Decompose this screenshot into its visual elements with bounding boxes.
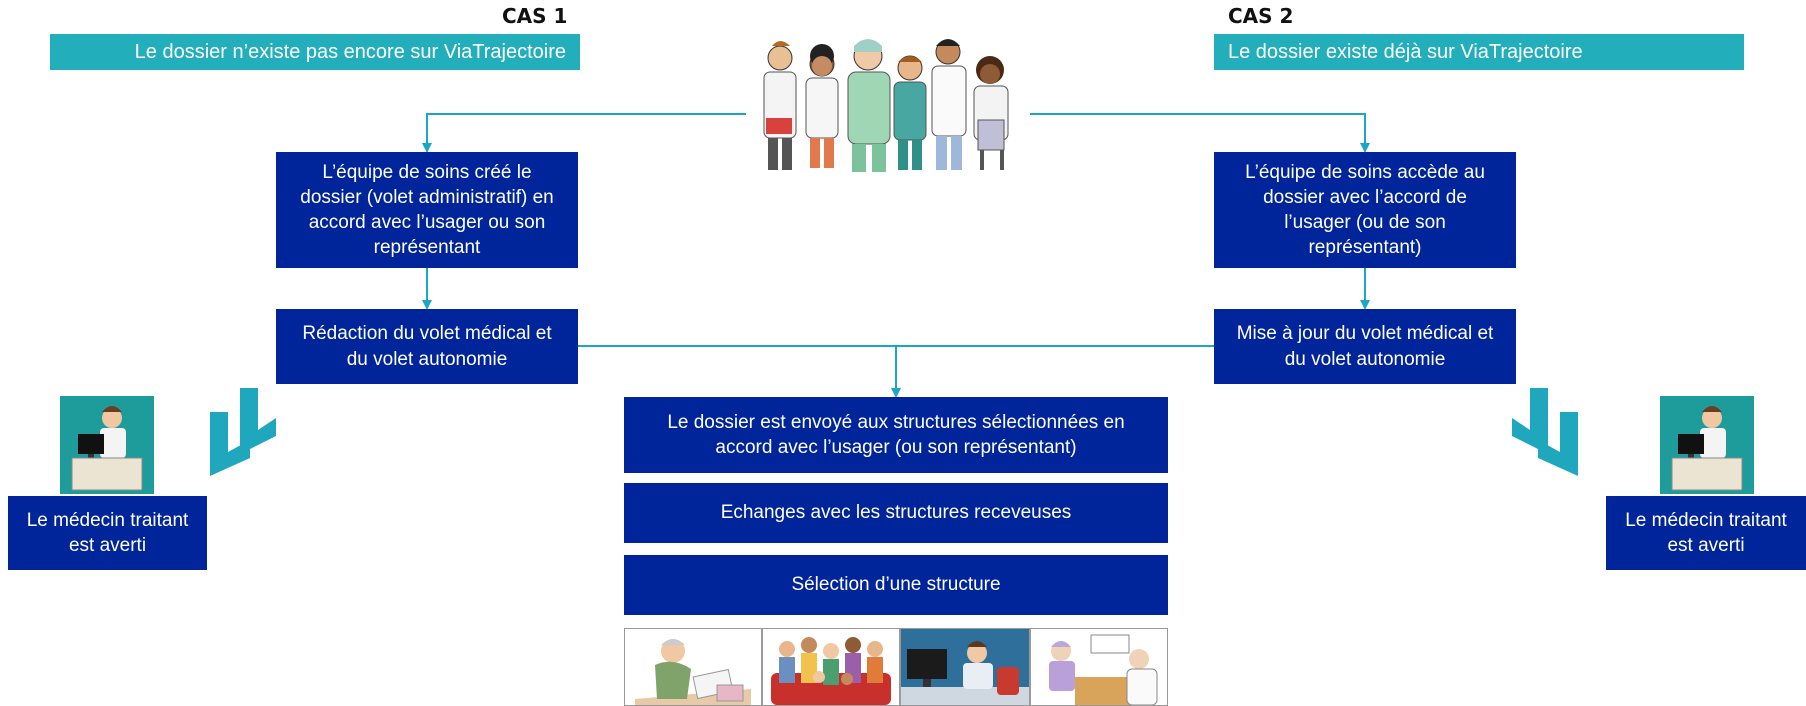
family-group-illustration bbox=[762, 628, 900, 706]
consultation-illustration bbox=[1030, 628, 1168, 706]
center-step-exchanges: Echanges avec les structures receveuses bbox=[624, 483, 1168, 543]
chevron-right-down-icon bbox=[1512, 388, 1578, 476]
cas2-title: CAS 2 bbox=[1228, 4, 1294, 28]
cas1-step-write-medical: Rédaction du volet médical et du volet a… bbox=[276, 309, 578, 384]
doctor-right-label: Le médecin traitant est averti bbox=[1606, 496, 1806, 570]
cas1-title: CAS 1 bbox=[502, 4, 568, 28]
cas1-banner: Le dossier n’existe pas encore sur ViaTr… bbox=[50, 34, 580, 70]
elderly-reading-illustration bbox=[624, 628, 762, 706]
center-step-file-sent: Le dossier est envoyé aux structures sél… bbox=[624, 397, 1168, 473]
chevron-left-down-icon bbox=[210, 388, 276, 476]
doctor-left-illustration bbox=[60, 396, 154, 494]
cas1-step-create-file: L’équipe de soins créé le dossier (volet… bbox=[276, 152, 578, 268]
doctor-right-illustration bbox=[1660, 396, 1754, 494]
cas2-step-update-medical: Mise à jour du volet médical et du volet… bbox=[1214, 309, 1516, 384]
cas2-step-access-file: L’équipe de soins accède au dossier avec… bbox=[1214, 152, 1516, 268]
worried-person-at-computer-illustration bbox=[900, 628, 1030, 706]
cas2-banner: Le dossier existe déjà sur ViaTrajectoir… bbox=[1214, 34, 1744, 70]
center-step-selection: Sélection d’une structure bbox=[624, 555, 1168, 615]
care-team-illustration bbox=[763, 39, 1009, 172]
doctor-left-label: Le médecin traitant est averti bbox=[8, 496, 207, 570]
